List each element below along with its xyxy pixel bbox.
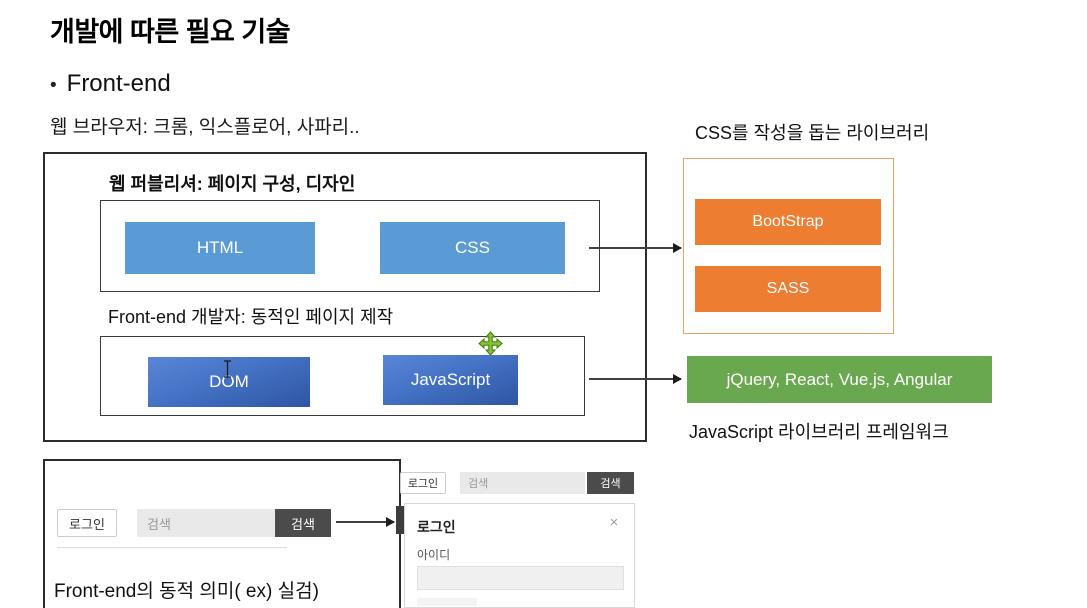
arrow-js-to-framework (589, 374, 682, 384)
demo2-search-input[interactable]: 검색 (460, 472, 585, 494)
login-modal-title: 로그인 (417, 519, 456, 535)
tech-box-dom: DOM (148, 357, 310, 407)
tech-box-css: CSS (380, 222, 565, 274)
bullet-front-end: • Front-end (50, 70, 171, 98)
browser-list-text: 웹 브라우저: 크롬, 익스플로어, 사파리.. (50, 117, 360, 138)
slide-title: 개발에 따른 필요 기술 (50, 17, 291, 47)
js-library-caption: JavaScript 라이브러리 프레임워크 (689, 422, 949, 442)
login-modal-next-field (417, 598, 477, 606)
bottom-panel-caption: Front-end의 동적 의미( ex) 실검) (54, 581, 319, 602)
demo2-search-button[interactable]: 검색 (587, 472, 634, 494)
tech-box-javascript: JavaScript (383, 355, 518, 405)
css-library-caption: CSS를 작성을 돕는 라이브러리 (695, 123, 930, 143)
web-publisher-caption: 웹 퍼블리셔: 페이지 구성, 디자인 (109, 174, 356, 194)
js-framework-box: jQuery, React, Vue.js, Angular (687, 356, 992, 403)
arrow-css-to-library (589, 243, 682, 253)
arrow-demo-to-modal (336, 517, 395, 527)
demo2-login-button[interactable]: 로그인 (400, 472, 446, 494)
tech-box-html: HTML (125, 222, 315, 274)
demo-side-tab (396, 506, 406, 534)
close-icon[interactable]: × (609, 514, 619, 531)
demo-search-button[interactable]: 검색 (275, 509, 331, 537)
login-id-label: 아이디 (417, 548, 451, 562)
bullet-dot-icon: • (50, 75, 57, 96)
demo-login-button[interactable]: 로그인 (57, 509, 117, 537)
ibeam-cursor-icon (223, 360, 232, 378)
demo-divider (57, 547, 287, 548)
frontend-developer-caption: Front-end 개발자: 동적인 페이지 제작 (108, 307, 394, 327)
login-id-input[interactable] (417, 566, 624, 590)
library-box-bootstrap: BootStrap (695, 199, 881, 245)
login-modal: 로그인 × 아이디 (404, 503, 635, 608)
bullet-label: Front-end (66, 70, 171, 97)
move-cursor-icon (478, 331, 503, 356)
library-box-sass: SASS (695, 266, 881, 312)
